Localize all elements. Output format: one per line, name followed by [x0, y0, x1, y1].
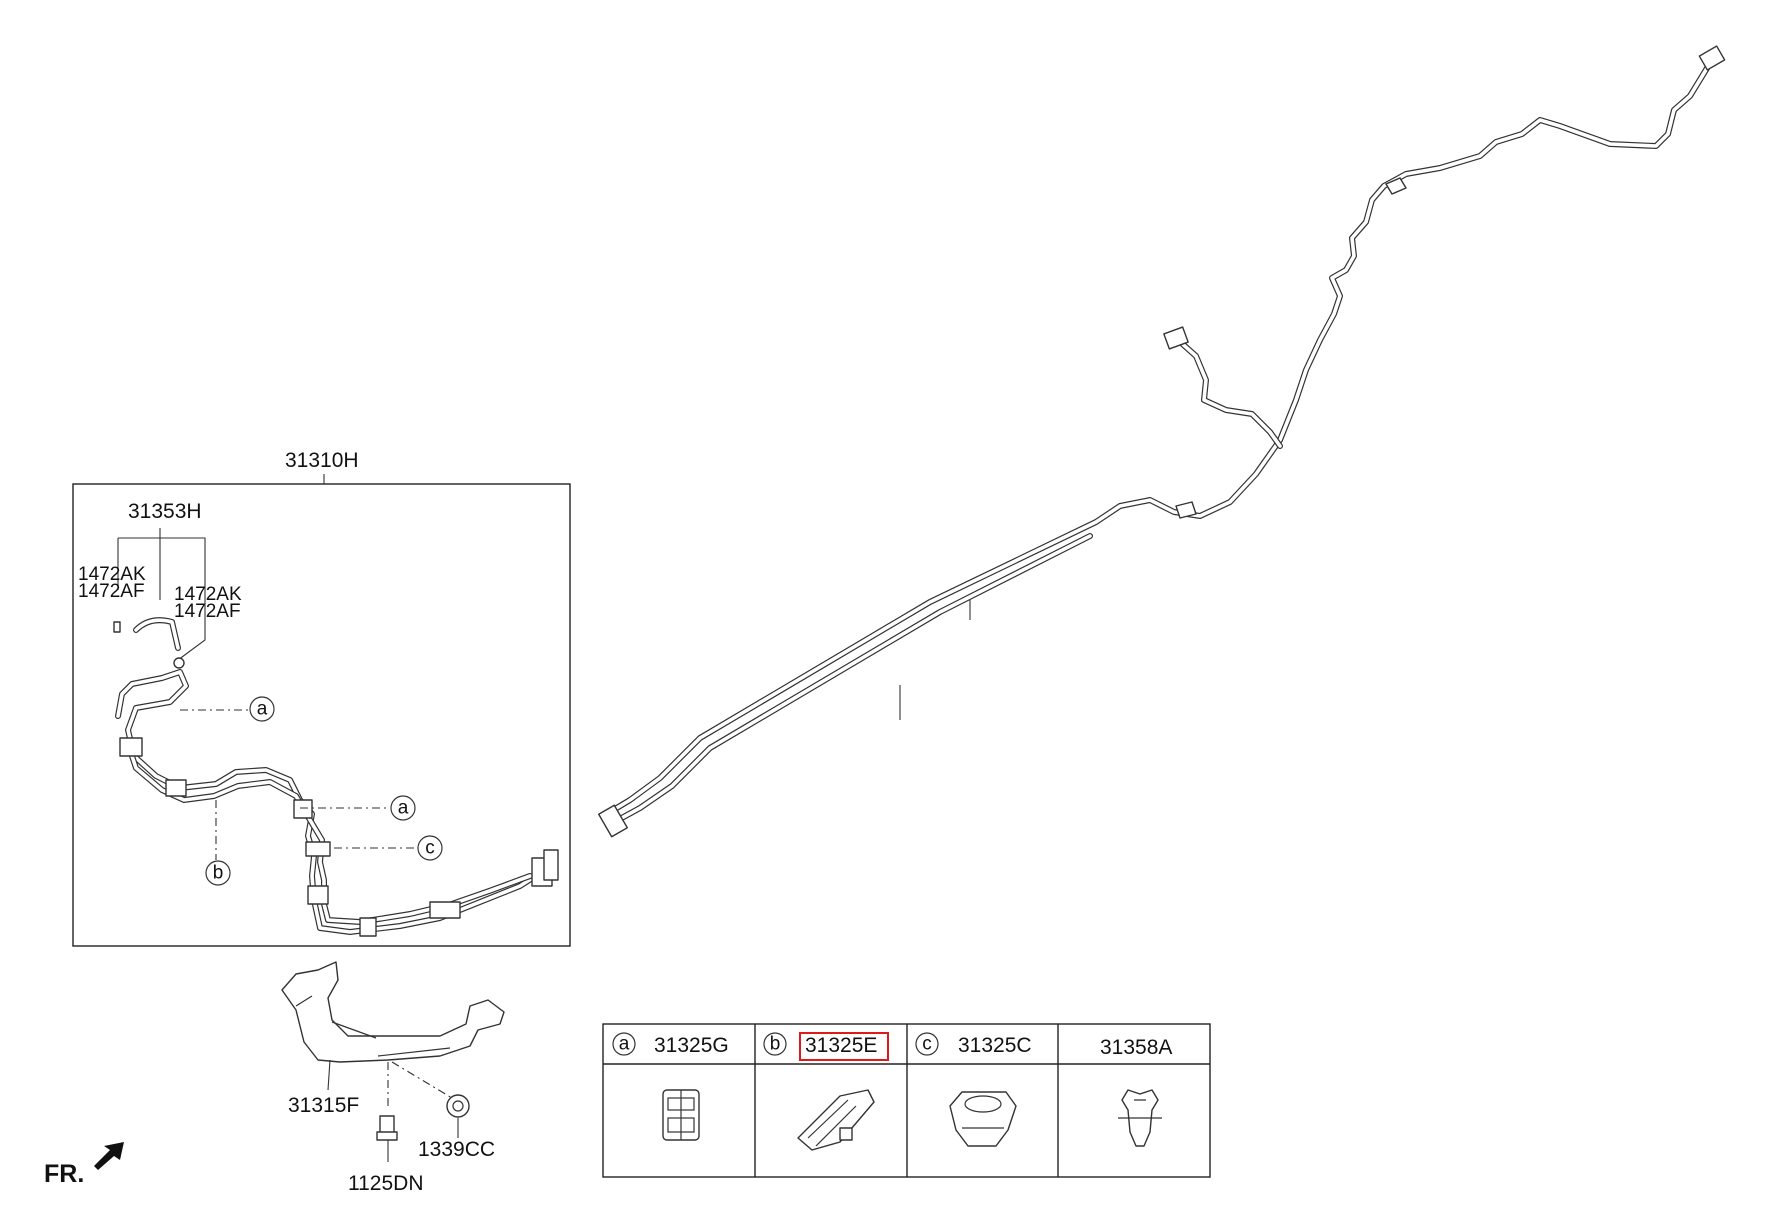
fuel-tube-assembly	[598, 45, 1726, 838]
bracket-31315f-group: 31315F 1125DN 1339CC	[281, 961, 505, 1195]
front-label: FR.	[44, 1160, 84, 1188]
label-clamp-1472ak-right: 1472AK	[174, 584, 242, 605]
callout-a-top	[249, 696, 275, 722]
front-arrow-icon	[94, 1142, 124, 1170]
label-clamp-1472ak-left: 1472AK	[78, 564, 146, 585]
label-clamp-1472af-right: 1472AF	[174, 601, 241, 622]
bracket-31315f	[281, 961, 505, 1063]
callout-c	[417, 835, 443, 861]
legend-b-letter: b	[770, 1034, 781, 1055]
assembly-box-31310h: 31310H 31353H 1472AK 1472AF 1472AK 1472A…	[72, 449, 571, 947]
callout-b	[205, 860, 231, 886]
clip-31325c-icon	[949, 1091, 1017, 1147]
callout-b-letter: b	[213, 863, 224, 884]
hose-clamp-icon	[173, 657, 185, 669]
parts-legend-table: a 31325G b 31325E c 31325C 31358A	[602, 1023, 1211, 1178]
legend-c-circle	[915, 1032, 939, 1056]
label-31315f: 31315F	[288, 1094, 359, 1117]
clip-31325e-icon	[797, 1089, 875, 1151]
callout-a-top-letter: a	[257, 699, 268, 720]
legend-b-circle	[763, 1032, 787, 1056]
label-31310h: 31310H	[285, 449, 359, 472]
label-1339cc: 1339CC	[418, 1138, 495, 1161]
legend-a-letter: a	[619, 1034, 630, 1055]
legend-b-part: 31325E	[805, 1034, 877, 1057]
small-clamp-icon	[113, 621, 121, 633]
legend-a-circle	[612, 1032, 636, 1056]
callout-c-letter: c	[425, 838, 435, 859]
label-clamp-1472af-left: 1472AF	[78, 581, 145, 602]
legend-a-part: 31325G	[654, 1034, 729, 1057]
legend-b-highlight	[799, 1032, 889, 1061]
callout-a-mid-letter: a	[398, 798, 409, 819]
clip-31325g-icon	[662, 1089, 700, 1141]
legend-d-part: 31358A	[1100, 1036, 1172, 1059]
clip-31358a-icon	[1118, 1089, 1162, 1147]
label-31353h: 31353H	[128, 500, 202, 523]
callout-a-mid	[390, 795, 416, 821]
legend-c-part: 31325C	[958, 1034, 1032, 1057]
legend-c-letter: c	[922, 1034, 932, 1055]
label-1125dn: 1125DN	[348, 1172, 424, 1195]
front-direction-indicator: FR.	[44, 1142, 124, 1188]
nut-1339cc-icon	[446, 1094, 470, 1118]
